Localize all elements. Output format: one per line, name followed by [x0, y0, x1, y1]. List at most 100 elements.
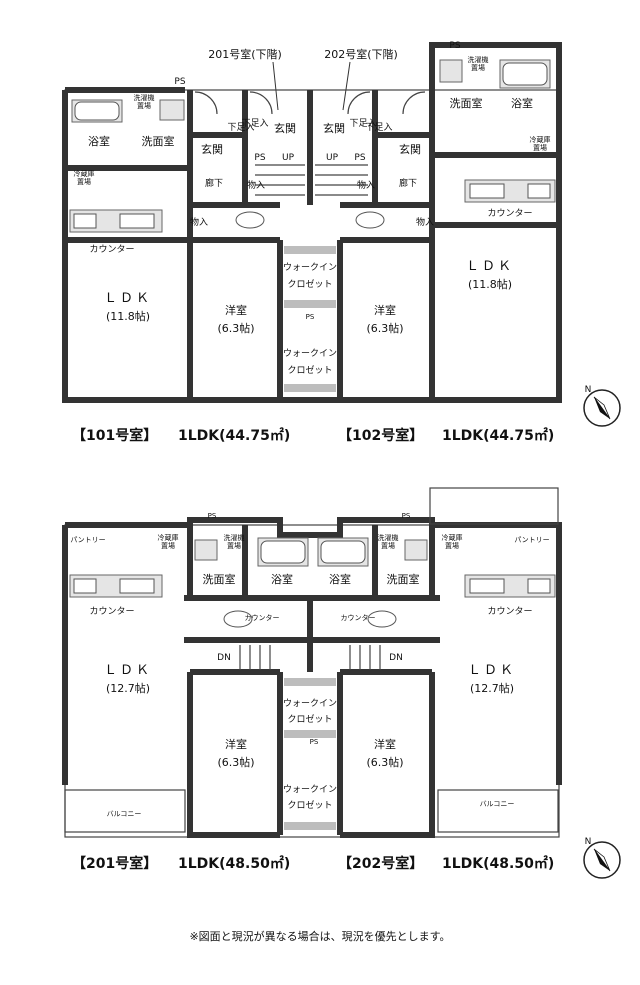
room-entrance-102a: 玄関 [399, 142, 421, 156]
fridge-202b: 置場 [445, 541, 459, 550]
counter-102: カウンター [487, 208, 532, 219]
caption-202-spec: 1LDK(48.50㎡) [442, 855, 554, 872]
second-floor-plan [62, 487, 562, 838]
ps-101b: PS [174, 77, 185, 87]
room-western-102: 洋室 [374, 303, 396, 317]
room-bath-102: 浴室 [511, 96, 533, 110]
stair-dn-202: DN [389, 653, 403, 663]
closet-1b: クロゼット [287, 364, 332, 376]
room-ldk-size-202: (12.7帖) [470, 682, 514, 695]
room-ldk-101: ＬＤＫ [104, 291, 152, 306]
walkin-1b: ウォークイン [283, 348, 337, 359]
room-western-201: 洋室 [225, 737, 247, 751]
caption-201-name: 【201号室】 [72, 855, 157, 872]
compass-icon-1: N [583, 385, 621, 427]
ps-102a: PS [354, 153, 365, 163]
washer-201a: 洗濯機 [224, 533, 245, 542]
compass-icon-2: N [583, 837, 621, 879]
footnote: ※図面と現況が異なる場合は、現況を優先とします。 [189, 929, 450, 943]
room-entrance-101a: 玄関 [201, 142, 223, 156]
room-washroom-202: 洗面室 [387, 572, 420, 586]
storage-102a: 物入 [357, 179, 375, 191]
ps-101a: PS [254, 153, 265, 163]
ps-2a: PS [208, 512, 217, 520]
ps-2b: PS [402, 512, 411, 520]
caption-101-name: 【101号室】 [72, 427, 157, 444]
fridge-201a: 冷蔵庫 [158, 533, 179, 542]
room-washroom-101: 洗面室 [142, 134, 175, 148]
counter-201: カウンター [89, 606, 134, 617]
caption-202-name: 【202号室】 [338, 855, 423, 872]
room-entrance-101b: 玄関 [274, 121, 296, 135]
shoe-box-102b: 下足入 [349, 118, 376, 129]
fridge-102b: 置場 [533, 143, 547, 152]
pantry-201: パントリー [70, 536, 105, 544]
label-202-below: 202号室(下階) [324, 47, 398, 61]
fridge-202a: 冷蔵庫 [442, 533, 463, 542]
storage-101b: 物入 [190, 216, 208, 228]
ps-102b: PS [449, 41, 460, 51]
closet-2b: クロゼット [287, 799, 332, 811]
fridge-101a: 冷蔵庫 [74, 169, 95, 178]
shoe-box-102: 下足入 [365, 122, 392, 133]
fridge-201b: 置場 [161, 541, 175, 550]
room-washroom-201: 洗面室 [203, 572, 236, 586]
washer-102b: 置場 [471, 63, 485, 72]
room-western-size-201: (6.3帖) [217, 756, 254, 769]
fridge-102a: 冷蔵庫 [530, 135, 551, 144]
washer-101a: 洗濯機 [134, 93, 155, 102]
room-ldk-102: ＬＤＫ [466, 259, 514, 274]
storage-102b: 物入 [416, 216, 434, 228]
room-western-size-102: (6.3帖) [366, 322, 403, 335]
caption-201-spec: 1LDK(48.50㎡) [178, 855, 290, 872]
compass-letter-2: N [585, 837, 592, 847]
stair-up-102: UP [326, 153, 339, 163]
shoe-box-101b: 下足入 [241, 118, 268, 129]
stair-up-101: UP [282, 153, 295, 163]
counter-202: カウンター [487, 606, 532, 617]
room-ldk-202: ＬＤＫ [468, 663, 516, 678]
hallway-101: 廊下 [205, 177, 223, 189]
fridge-101b: 置場 [77, 177, 91, 186]
room-bath-201: 浴室 [271, 572, 293, 586]
balcony-202: バルコニー [480, 800, 515, 808]
room-ldk-201: ＬＤＫ [104, 663, 152, 678]
room-western-202: 洋室 [374, 737, 396, 751]
washer-201b: 置場 [227, 541, 241, 550]
arrow-icon [272, 61, 351, 111]
label-201-below: 201号室(下階) [208, 47, 282, 61]
shoe-box-101: 下足入 [227, 122, 254, 133]
room-ldk-size-201: (12.7帖) [106, 682, 150, 695]
washer-202a: 洗濯機 [378, 533, 399, 542]
balcony-201: バルコニー [107, 810, 142, 818]
room-western-size-101: (6.3帖) [217, 322, 254, 335]
hallway-102: 廊下 [399, 177, 417, 189]
washer-101b: 置場 [137, 101, 151, 110]
walkin-2b: ウォークイン [283, 784, 337, 795]
pantry-202: パントリー [514, 536, 549, 544]
room-bath-202: 浴室 [329, 572, 351, 586]
counter-v-201: カウンター [245, 613, 280, 622]
counter-101: カウンター [89, 244, 134, 255]
walkin-1a: ウォークイン [283, 262, 337, 273]
storage-101a: 物入 [247, 179, 265, 191]
caption-101-spec: 1LDK(44.75㎡) [178, 427, 290, 444]
washer-102a: 洗濯機 [468, 55, 489, 64]
ps-2c: PS [310, 738, 319, 746]
closet-2a: クロゼット [287, 713, 332, 725]
caption-102-spec: 1LDK(44.75㎡) [442, 427, 554, 444]
room-washroom-102: 洗面室 [450, 96, 483, 110]
counter-v-202: カウンター [341, 613, 376, 622]
first-floor-plan [62, 42, 562, 403]
closet-1a: クロゼット [287, 278, 332, 290]
ps-1c: PS [306, 313, 315, 321]
walkin-2a: ウォークイン [283, 698, 337, 709]
compass-letter-1: N [585, 385, 592, 395]
washer-202b: 置場 [381, 541, 395, 550]
room-ldk-size-102: (11.8帖) [468, 278, 512, 291]
caption-102-name: 【102号室】 [338, 427, 423, 444]
room-western-size-202: (6.3帖) [366, 756, 403, 769]
room-western-101: 洋室 [225, 303, 247, 317]
stair-dn-201: DN [217, 653, 231, 663]
